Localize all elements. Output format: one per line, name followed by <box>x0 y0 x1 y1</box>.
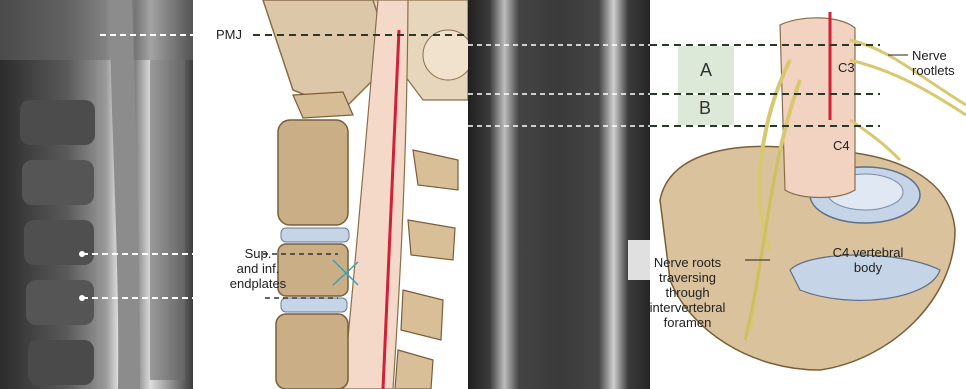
nerve-rootlets-label: Nerve rootlets <box>912 48 955 78</box>
nerve-roots-line3: through <box>650 285 745 300</box>
c4-body-line1: C4 vertebral <box>818 245 918 260</box>
nerve-roots-line4: intervertebral <box>650 300 745 315</box>
mri-sagittal-image <box>0 0 193 389</box>
segment-a-label: A <box>700 60 712 81</box>
mri-coronal-image <box>468 0 650 389</box>
sagittal-illustration-panel: PMJ Sup. and inf. endplates <box>193 0 468 389</box>
sagittal-spine-illustration <box>193 0 468 389</box>
nerve-roots-label: Nerve roots traversing through intervert… <box>650 255 745 330</box>
endplates-label-line1: Sup. <box>223 246 293 261</box>
pmj-label: PMJ <box>216 27 242 42</box>
endplates-label: Sup. and inf. endplates <box>223 246 293 291</box>
c4-vertebral-body-label: C4 vertebral body <box>818 245 918 275</box>
endplates-label-line3: endplates <box>223 276 293 291</box>
vertebra-3d-illustration-panel: A B C3 C4 Nerve rootlets C4 vertebral bo… <box>650 0 966 389</box>
nerve-roots-line5: foramen <box>650 315 745 330</box>
c4-label: C4 <box>833 138 850 153</box>
nerve-roots-line2: traversing <box>650 270 745 285</box>
c3-label: C3 <box>838 60 855 75</box>
c4-body-line2: body <box>818 260 918 275</box>
endplates-label-line2: and inf. <box>223 261 293 276</box>
mri-coronal-panel <box>468 0 650 389</box>
nerve-rootlets-line1: Nerve <box>912 48 955 63</box>
mri-sagittal-panel <box>0 0 193 389</box>
nerve-rootlets-line2: rootlets <box>912 63 955 78</box>
segment-b-label: B <box>699 98 711 119</box>
nerve-roots-line1: Nerve roots <box>650 255 745 270</box>
